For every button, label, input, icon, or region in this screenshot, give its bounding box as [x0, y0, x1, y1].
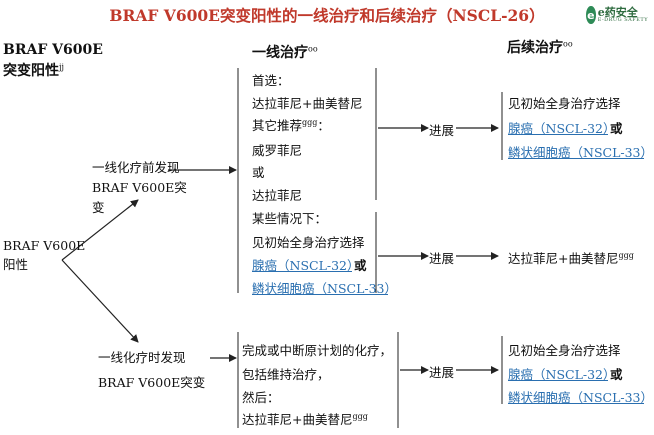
logo-text: e药安全 E-DRUG SAFETY [598, 7, 648, 23]
result1-link-adenocarcinoma[interactable]: 腺癌（NSCL-32） [508, 121, 616, 136]
branch-bottom-line1: 一线化疗时发现 [98, 350, 186, 365]
result1-or: 或 [610, 121, 623, 136]
result2-drug-text: 达拉菲尼+曲美替尼 [508, 251, 619, 266]
col2-header: 一线治疗oo [252, 42, 318, 62]
box3-line2: 包括维持治疗， [242, 367, 330, 382]
progress-label-1: 进展 [429, 123, 455, 138]
box3-drug: 达拉菲尼+曲美替尼ggg [242, 409, 368, 428]
branch-bottom-line2: BRAF V600E突变 [98, 375, 206, 390]
box2-text: 见初始全身治疗选择 [252, 235, 365, 250]
col1-header-sup: jj [59, 62, 64, 72]
root-label-line1: BRAF V600E [3, 238, 86, 253]
col3-header-sup: oo [563, 39, 573, 49]
page-title: BRAF V600E突变阳性的一线治疗和后续治疗（NSCL-26） [109, 6, 545, 25]
result2-drug: 达拉菲尼+曲美替尼ggg [508, 248, 634, 267]
logo: e e药安全 E-DRUG SAFETY [586, 4, 648, 26]
box2-link1-underline [252, 271, 352, 272]
col1-header: BRAF V600E [3, 42, 103, 58]
result3-link-adenocarcinoma[interactable]: 腺癌（NSCL-32） [508, 367, 616, 382]
result3-or: 或 [610, 367, 623, 382]
branch-top-line2: BRAF V600E突 [92, 180, 187, 195]
logo-name: e药安全 [597, 6, 638, 19]
result3-text: 见初始全身治疗选择 [508, 343, 621, 358]
col2-header-text: 一线治疗 [252, 45, 308, 61]
result1-link1-underline [508, 134, 608, 135]
branch-top-line1: 一线化疗前发现 [92, 160, 180, 175]
logo-icon: e [586, 6, 596, 24]
col3-header: 后续治疗oo [507, 37, 573, 57]
result3-link2-underline [508, 403, 644, 404]
box3-drug-text: 达拉菲尼+曲美替尼 [242, 412, 353, 427]
col2-header-sup: oo [308, 44, 318, 54]
box1-other-drug1: 威罗菲尼 [252, 143, 303, 158]
result3-link-squamous[interactable]: 鳞状细胞癌（NSCL-33） [508, 390, 653, 405]
box1-other-colon: ： [317, 118, 330, 133]
box2-link-adenocarcinoma[interactable]: 腺癌（NSCL-32） [252, 258, 360, 273]
progress-label-3: 进展 [429, 365, 455, 380]
box2-link-squamous[interactable]: 鳞状细胞癌（NSCL-33） [252, 281, 397, 296]
result1-text: 见初始全身治疗选择 [508, 96, 621, 111]
col3-header-text: 后续治疗 [507, 40, 563, 56]
box3-line1: 完成或中断原计划的化疗， [242, 343, 393, 358]
box1-preferred-label: 首选： [252, 73, 290, 88]
box1-other-label-text: 其它推荐 [252, 118, 303, 133]
result1-link2-underline [508, 158, 644, 159]
box2-link2-underline [252, 294, 388, 295]
col1-header-b: 突变阳性jj [3, 60, 64, 80]
box2-label: 某些情况下： [252, 211, 328, 226]
result3-link1-underline [508, 380, 608, 381]
result1-link-squamous[interactable]: 鳞状细胞癌（NSCL-33） [508, 145, 653, 160]
result2-drug-sup: ggg [618, 250, 634, 260]
box1-or: 或 [252, 165, 265, 180]
box3-line3: 然后： [242, 390, 280, 405]
box1-preferred-drug: 达拉菲尼+曲美替尼 [252, 96, 363, 111]
box2-or: 或 [354, 258, 367, 273]
box1-other-label: 其它推荐ggg： [252, 115, 330, 134]
progress-label-2: 进展 [429, 251, 455, 266]
col1-header-line2: 突变阳性 [3, 63, 59, 79]
box1-other-drug2: 达拉菲尼 [252, 188, 303, 203]
box3-drug-sup: ggg [352, 411, 368, 421]
logo-subtitle: E-DRUG SAFETY [597, 17, 648, 23]
col1-header-line1: BRAF V600E [3, 42, 103, 58]
box1-other-sup: ggg [302, 117, 318, 127]
branch-top-line3: 变 [92, 200, 105, 215]
root-label-line2: 阳性 [3, 257, 29, 272]
